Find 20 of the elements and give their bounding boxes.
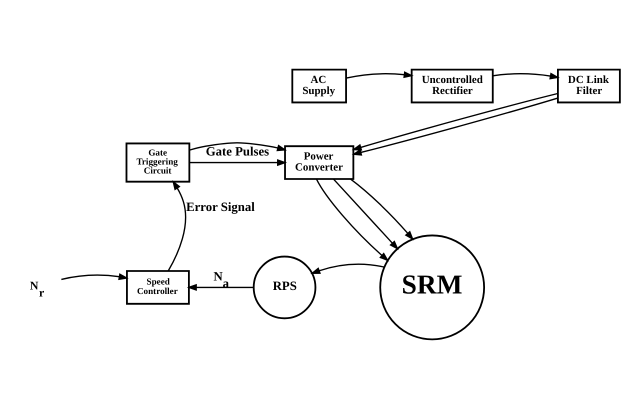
arrow	[186, 283, 254, 290]
arrow	[333, 178, 399, 250]
node-circle: RPS	[252, 255, 316, 319]
node-box: Uncontrolled Rectifier	[410, 68, 494, 103]
edge-label: Error Signal	[186, 200, 255, 214]
arrow	[492, 72, 560, 79]
arrow	[316, 178, 390, 262]
arrow	[189, 158, 288, 166]
node-box: Power Converter	[284, 144, 354, 180]
arrow	[189, 142, 287, 151]
arrow	[61, 272, 129, 280]
node-box: Speed Controller	[126, 270, 190, 304]
arrow	[168, 180, 186, 271]
node-box: AC Supply	[291, 68, 347, 103]
arrow	[310, 263, 384, 274]
node-box: Gate Triggering Circuit	[126, 142, 190, 182]
arrow	[350, 178, 414, 240]
arrow	[346, 70, 414, 78]
node-box: DC Link Filter	[557, 68, 621, 103]
edge-label: Gate Pulses	[206, 144, 270, 158]
